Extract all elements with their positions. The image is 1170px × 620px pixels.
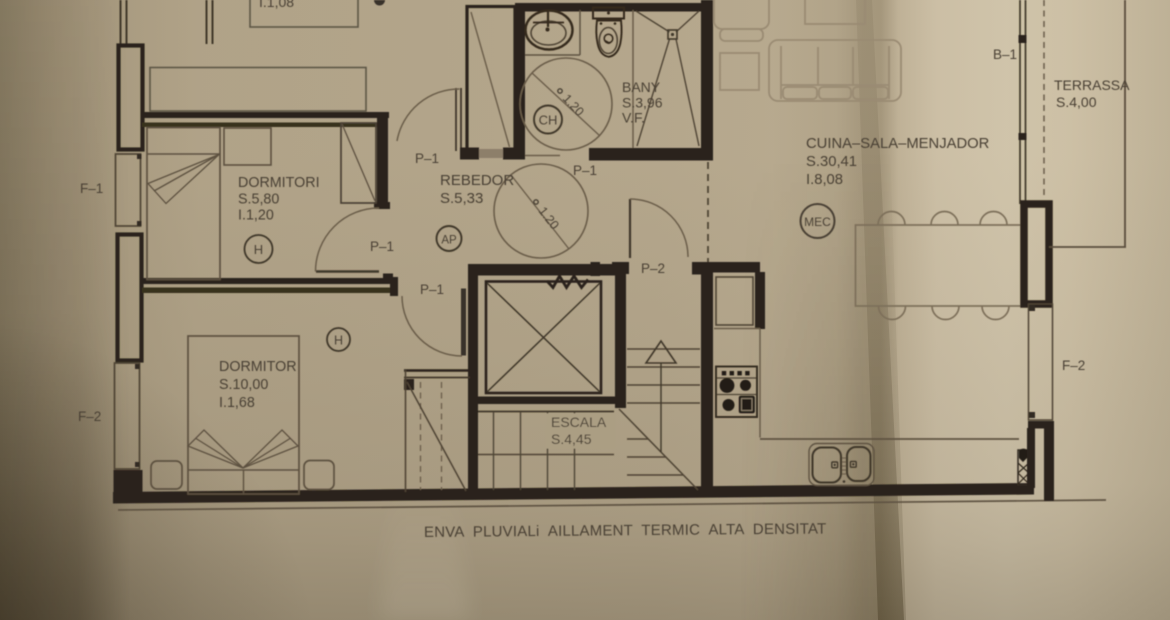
svg-text:P–1: P–1 (420, 282, 444, 297)
svg-text:S.4,00: S.4,00 (1056, 94, 1097, 110)
svg-text:S.4,45: S.4,45 (551, 431, 592, 447)
svg-text:F–1: F–1 (80, 181, 103, 196)
svg-text:S.30,41: S.30,41 (806, 154, 857, 170)
svg-text:F–2: F–2 (78, 409, 101, 424)
svg-text:ESCALA: ESCALA (551, 414, 607, 430)
svg-text:DORMITORI: DORMITORI (238, 175, 320, 191)
svg-text:ENVA PLUVIALi AILLAMENT TERMIC: ENVA PLUVIALi AILLAMENT TERMIC ALTA DENS… (424, 520, 827, 541)
svg-text:P–1: P–1 (370, 239, 394, 254)
svg-text:DORMITOR: DORMITOR (219, 359, 297, 375)
svg-text:I.8,08: I.8,08 (806, 172, 843, 188)
svg-text:REBEDOR: REBEDOR (440, 172, 514, 189)
svg-text:P–1: P–1 (573, 163, 597, 178)
svg-text:S.3,96: S.3,96 (622, 95, 663, 111)
svg-text:H: H (254, 242, 263, 257)
svg-text:I.1,20: I.1,20 (238, 208, 274, 224)
svg-text:S.5,80: S.5,80 (238, 192, 279, 208)
svg-text:AP: AP (441, 235, 457, 247)
svg-text:H: H (334, 334, 343, 348)
svg-text:BANY: BANY (622, 79, 661, 95)
svg-text:I.1,68: I.1,68 (219, 395, 255, 411)
svg-text:MEC: MEC (804, 215, 831, 229)
svg-text:I.1,08: I.1,08 (259, 0, 294, 10)
svg-text:TERRASSA: TERRASSA (1054, 77, 1130, 93)
svg-text:CH: CH (539, 113, 558, 128)
svg-text:CUINA–SALA–MENJADOR: CUINA–SALA–MENJADOR (806, 136, 989, 152)
svg-text:F–2: F–2 (1062, 358, 1085, 373)
svg-text:P–1: P–1 (415, 151, 439, 166)
svg-text:V.F.: V.F. (622, 110, 645, 126)
svg-text:S.5,33: S.5,33 (440, 190, 483, 207)
svg-text:P–2: P–2 (641, 261, 665, 276)
svg-text:B–1: B–1 (993, 47, 1017, 62)
svg-text:S.10,00: S.10,00 (219, 377, 268, 393)
